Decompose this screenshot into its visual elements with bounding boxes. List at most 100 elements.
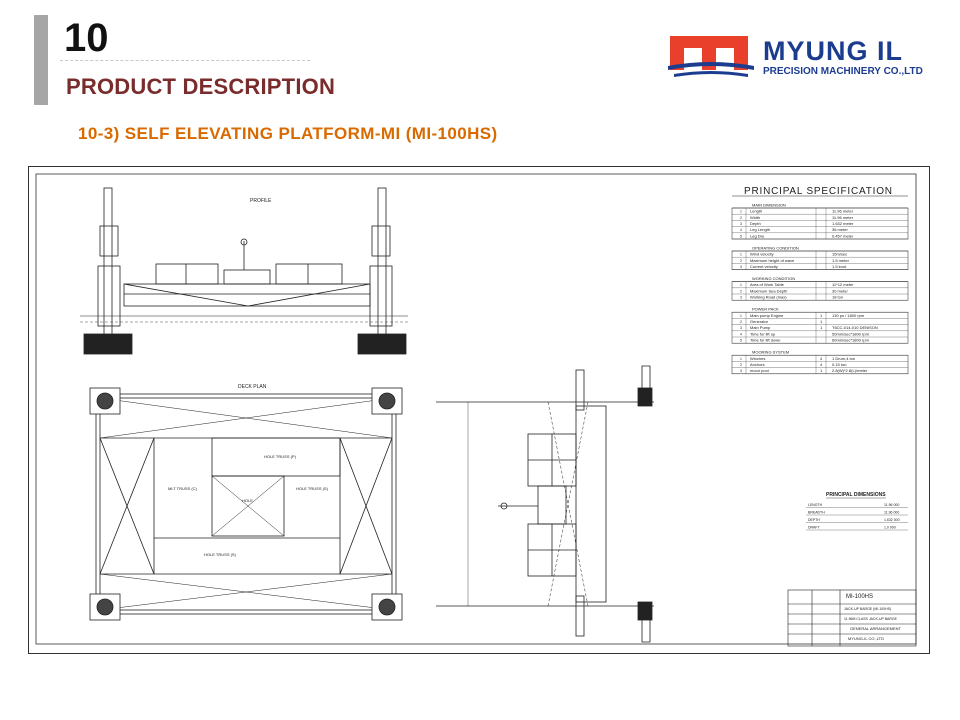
spec-row-no: 2	[740, 259, 742, 263]
spec-row-value: 11.96 meter	[832, 209, 854, 214]
pd-value: 11.96 000	[884, 503, 899, 507]
spec-row-item: Anchors	[750, 362, 765, 367]
spec-row-no: 3	[740, 369, 742, 373]
spec-row-value: 18 ton	[832, 295, 843, 300]
header-divider	[60, 60, 310, 61]
spec-row-no: 3	[740, 265, 742, 269]
accent-bar	[34, 15, 48, 105]
pd-label: DEPTH	[808, 518, 820, 522]
spec-row-no: 3	[740, 222, 742, 226]
title-block-project: JACK-UP BARGE (MI-100HS)	[844, 607, 891, 611]
principal-dimensions-title: PRINCIPAL DIMENSIONS	[826, 492, 886, 498]
spec-row-value: 0.457 meter	[832, 233, 854, 238]
spec-row-item: Main pump Engine	[750, 313, 784, 318]
pd-value: 1.0 000	[884, 526, 896, 530]
spec-row-value: 11*12 meter	[832, 282, 854, 287]
spec-row-item: Time for lift down	[750, 338, 780, 343]
deck-label-bottom: HOLE TRUSS (S)	[204, 552, 237, 557]
spec-row-item: Main Pump	[750, 325, 771, 330]
spec-section-title: MAIN DIMENSION	[752, 203, 786, 208]
spec-row-item: Generator	[750, 319, 769, 324]
spec-row-value: 60mm/sec*1800 rpm	[832, 338, 870, 343]
pd-label: LENGTH	[808, 503, 823, 507]
spec-row-no: 1	[740, 314, 742, 318]
spec-row-value: 2.8(W)*2.8(L)/meter	[832, 368, 868, 373]
page-number: 10	[64, 16, 109, 60]
spec-row-value: 1 Drum,4 ton	[832, 356, 855, 361]
spec-row-value: 1.5 meter	[832, 258, 850, 263]
deck-plan-view: DECK PLAN	[89, 384, 403, 621]
pd-value: 11.96 000	[884, 511, 899, 515]
spec-row-item: Leg Dia	[750, 233, 765, 238]
spec-row-no: 1	[740, 283, 742, 287]
title-block-drawing-name: GENERAL ARRANGEMENT	[850, 626, 902, 631]
spec-row-qty: 4	[820, 362, 823, 367]
spec-row-item: Time for lift up	[750, 331, 776, 336]
spec-row-value: 50mm/sec*1800 rpm	[832, 331, 870, 336]
title-block: MI-100HS JACK-UP BARGE (MI-100HS) 11.96M…	[787, 589, 917, 647]
pd-label: BREADTH	[808, 511, 825, 515]
spec-row-no: 1	[740, 253, 742, 257]
spec-row-item: Current velocity	[750, 264, 778, 269]
spec-row-value: 11.96 meter	[832, 215, 854, 220]
spec-row-item: Area of Work Table	[750, 282, 785, 287]
spec-row-qty: 1	[820, 313, 823, 318]
engineering-drawing: PROFILE	[28, 166, 930, 654]
subtitle: 10-3) SELF ELEVATING PLATFORM-MI (MI-100…	[78, 124, 498, 143]
company-logo: MYUNG IL PRECISION MACHINERY CO.,LTD	[666, 30, 936, 80]
section-title: PRODUCT DESCRIPTION	[66, 74, 336, 99]
spec-row-value: 130 ps / 1800 rpm	[832, 313, 865, 318]
logo-mark-icon	[668, 36, 754, 77]
title-block-company: MYUNG-IL CO.,LTD	[848, 636, 884, 641]
spec-row-no: 2	[740, 363, 742, 367]
pd-label: DRAFT	[808, 526, 821, 530]
spec-row-value: 30 meter	[832, 288, 848, 293]
spec-row-no: 3	[740, 326, 742, 330]
spec-row-value: 1.5 knot	[832, 264, 847, 269]
spec-row-qty: 1	[820, 319, 823, 324]
spec-row-item: Working Road (max)	[750, 295, 787, 300]
spec-row-no: 4	[740, 332, 742, 336]
title-block-title: 11.96M CLASS JACK-UP BARGE	[844, 617, 898, 621]
side-view	[436, 365, 654, 643]
spec-row-no: 2	[740, 289, 742, 293]
deck-plan-label: DECK PLAN	[238, 384, 267, 390]
spec-row-no: 5	[740, 339, 742, 343]
deck-label-top: HOLE TRUSS (P)	[264, 454, 297, 459]
spec-row-qty: 4	[820, 356, 823, 361]
spec-row-value: 15m/sec	[832, 252, 847, 257]
spec-row-item: Width	[750, 215, 760, 220]
logo-tagline: PRECISION MACHINERY CO.,LTD	[763, 66, 923, 77]
spec-row-item: Wind velocity	[750, 252, 774, 257]
spec-section-title: OPERATING CONDITION	[752, 246, 799, 251]
spec-row-qty: 1	[820, 325, 823, 330]
profile-label: PROFILE	[250, 198, 272, 204]
spec-row-item: Length	[750, 209, 762, 214]
spec-row-item: Maximum height of wave	[750, 258, 795, 263]
spec-row-no: 4	[740, 228, 742, 232]
spec-row-item: moon pool	[750, 368, 769, 373]
spec-row-item: Winches	[750, 356, 765, 361]
logo-name: MYUNG IL	[763, 36, 903, 66]
spec-row-no: 2	[740, 216, 742, 220]
spec-row-value: 36 meter	[832, 227, 848, 232]
spec-row-no: 1	[740, 210, 742, 214]
spec-row-value: 0.15 ton	[832, 362, 846, 367]
spec-row-value: T6CC-014-010 DENISON	[832, 325, 878, 330]
deck-label-left: MLT TRUSS (C)	[168, 486, 198, 491]
spec-row-item: Maximum Sea Depth	[750, 288, 787, 293]
deck-label-hole: HOLE	[242, 498, 253, 503]
spec-row-qty: 1	[820, 368, 823, 373]
pd-value: 1.632 000	[884, 518, 900, 522]
spec-title: PRINCIPAL SPECIFICATION	[744, 186, 893, 197]
spec-row-item: Leg Length	[750, 227, 770, 232]
spec-row-value: 1.632 meter	[832, 221, 854, 226]
profile-view: PROFILE	[80, 187, 408, 355]
spec-row-no: 3	[740, 296, 742, 300]
spec-row-no: 1	[740, 357, 742, 361]
deck-label-right: HOLE TRUSS (S)	[296, 486, 329, 491]
